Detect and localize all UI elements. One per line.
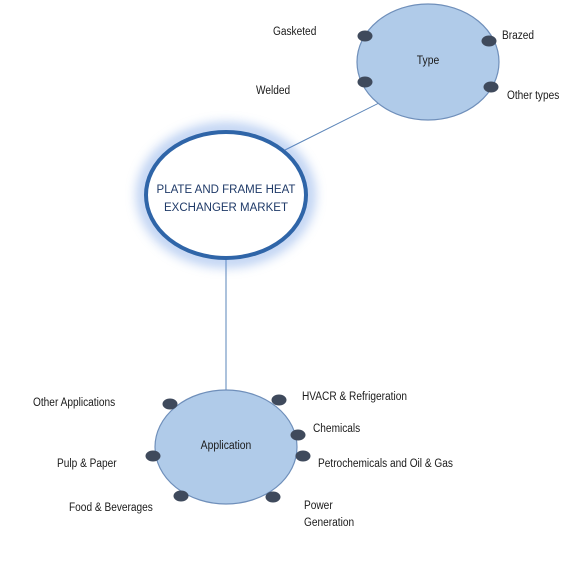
- application-item-food-beverages: Food & Beverages: [69, 502, 153, 514]
- type-item-brazed: Brazed: [502, 30, 535, 42]
- dot-hvacr: [271, 394, 287, 406]
- application-item-hvacr: HVACR & Refrigeration: [302, 391, 407, 403]
- dot-chemicals: [290, 429, 306, 441]
- dot-other-types: [483, 81, 499, 93]
- dot-power-generation: [265, 491, 281, 503]
- dot-gasketed: [357, 30, 373, 42]
- dot-other-applications: [162, 398, 178, 410]
- center-node-circle: [144, 130, 308, 260]
- type-item-gasketed: Gasketed: [273, 26, 317, 38]
- connector-center-to-type: [284, 100, 384, 151]
- center-node-title: PLATE AND FRAME HEAT EXCHANGER MARKET: [156, 184, 296, 214]
- dot-welded: [357, 76, 373, 88]
- type-hub-label: Type: [416, 55, 440, 67]
- application-hub-label: Application: [200, 440, 252, 452]
- center-glow: [138, 124, 314, 266]
- type-hub-circle: [356, 3, 500, 121]
- dot-petrochemicals: [295, 450, 311, 462]
- application-item-other-applications: Other Applications: [33, 397, 116, 409]
- application-item-power-generation: Power Generation: [304, 500, 355, 529]
- dot-brazed: [481, 35, 497, 47]
- dot-food-beverages: [173, 490, 189, 502]
- type-item-welded: Welded: [256, 85, 291, 97]
- application-item-petrochemicals: Petrochemicals and Oil & Gas: [318, 458, 453, 470]
- application-hub-circle: [154, 389, 298, 505]
- type-item-other-types: Other types: [507, 90, 560, 102]
- dot-pulp-paper: [145, 450, 161, 462]
- application-item-pulp-paper: Pulp & Paper: [57, 458, 117, 470]
- application-item-chemicals: Chemicals: [313, 423, 361, 435]
